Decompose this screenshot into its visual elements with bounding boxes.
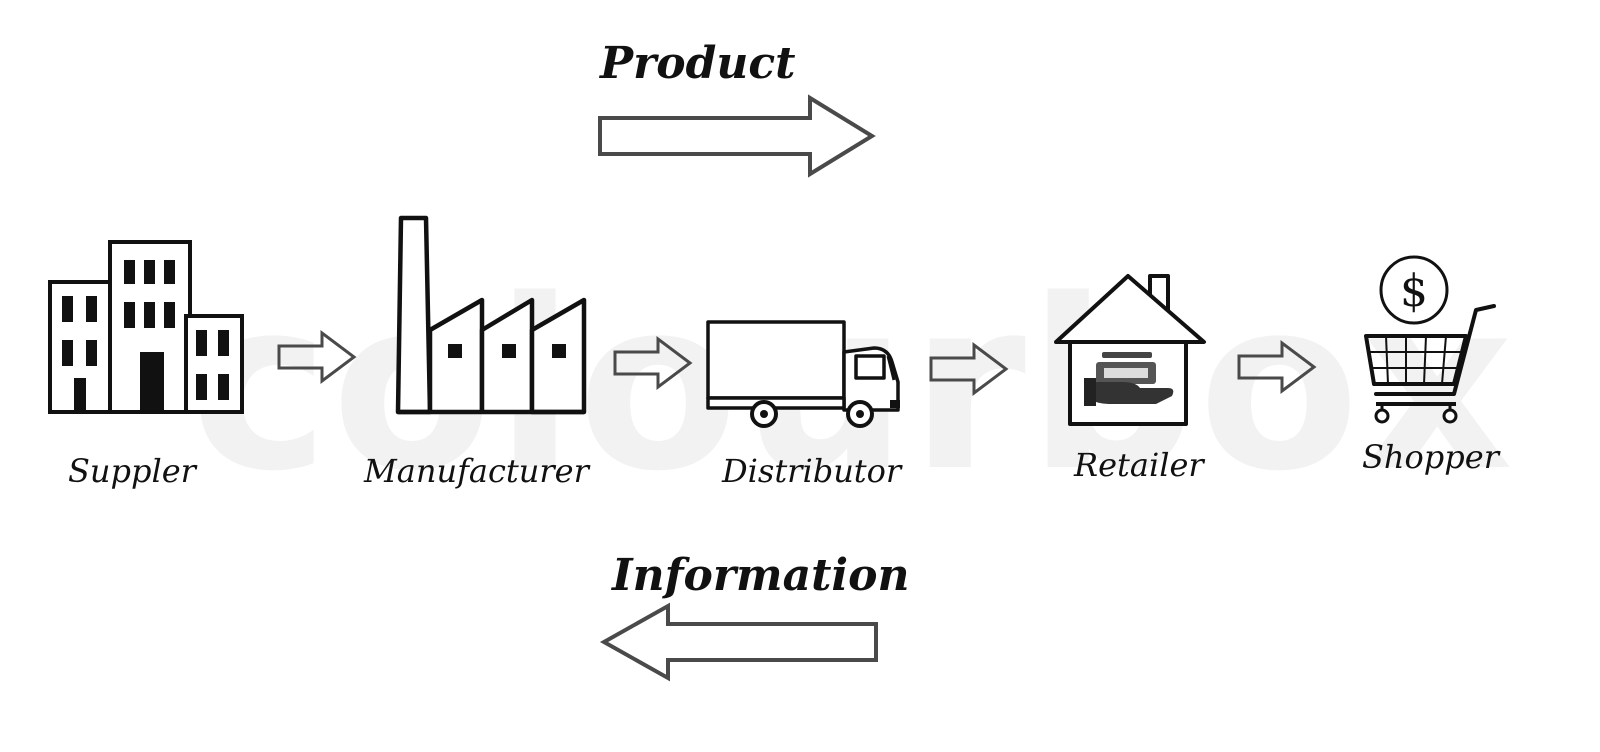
small-flow-arrow-icon [277, 330, 357, 384]
shopping-cart-dollar-icon: $ [1364, 255, 1496, 424]
stage-label-supplier: Suppler [68, 452, 196, 490]
information-flow-label: Information [612, 550, 910, 601]
stage-label-retailer: Retailer [1074, 446, 1204, 484]
product-flow-label: Product [600, 38, 796, 89]
stage-label-distributor: Distributor [722, 452, 902, 490]
small-flow-arrow-icon [613, 336, 693, 390]
stage-label-manufacturer: Manufacturer [364, 452, 589, 490]
office-building-icon [48, 240, 244, 414]
svg-text:$: $ [1400, 266, 1428, 317]
factory-icon [395, 215, 587, 415]
product-flow-arrow-icon [598, 94, 876, 178]
delivery-truck-icon [706, 320, 900, 428]
small-flow-arrow-icon [1237, 340, 1317, 394]
small-flow-arrow-icon [929, 342, 1009, 396]
information-flow-arrow-icon [599, 602, 878, 682]
house-with-hand-icon [1054, 274, 1206, 426]
stage-label-shopper: Shopper [1362, 438, 1499, 476]
